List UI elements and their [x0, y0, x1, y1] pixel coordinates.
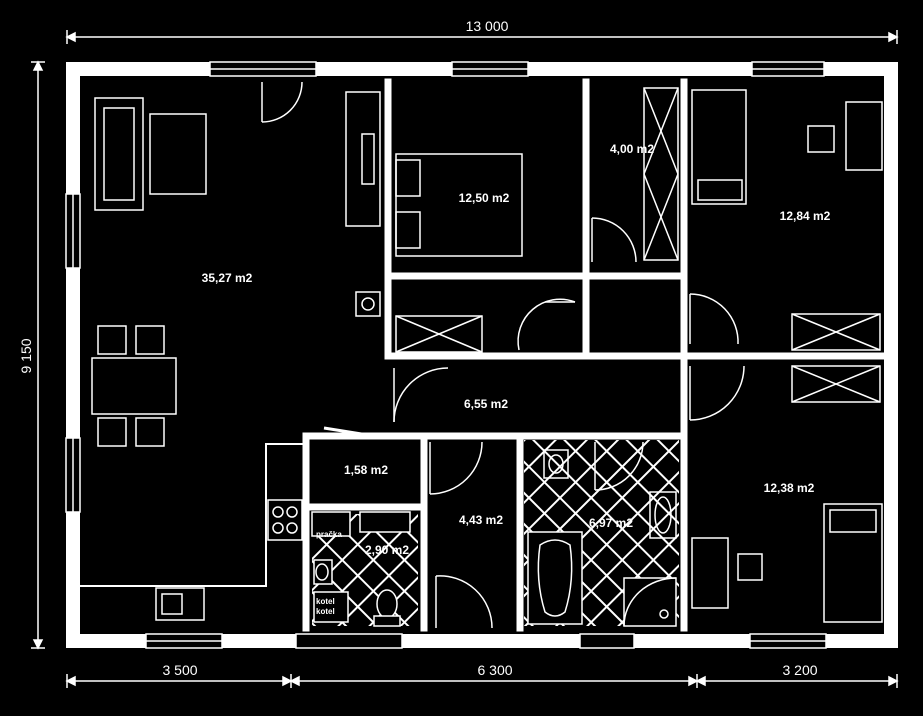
dimension-lines [31, 30, 899, 688]
room-bedroom-1-area: 12,50 m2 [458, 191, 510, 205]
room-hall-area: 6,55 m2 [463, 397, 509, 411]
room-wc-area: 2,90 m2 [364, 543, 410, 557]
walls [66, 62, 898, 648]
furniture [91, 87, 883, 627]
dimension-bottom-left: 3 500 [162, 662, 198, 678]
room-living-area: 35,27 m2 [201, 271, 253, 285]
boiler-label-bot: kotel [316, 607, 335, 616]
room-wardrobe-area: 4,00 m2 [609, 142, 655, 156]
boiler-label-top: kotel [316, 597, 335, 606]
dimension-top: 13 000 [465, 18, 509, 34]
dimension-bottom-middle: 6 300 [477, 662, 513, 678]
windows [65, 61, 827, 649]
washer-label: pračka [316, 530, 342, 539]
room-bedroom-3-area: 12,38 m2 [763, 481, 815, 495]
room-storage-area: 1,58 m2 [343, 463, 389, 477]
dimension-bottom-right: 3 200 [782, 662, 818, 678]
room-bedroom-2-area: 12,84 m2 [779, 209, 831, 223]
room-corridor-area: 4,43 m2 [458, 513, 504, 527]
dimension-left: 9 150 [18, 338, 34, 374]
doors [261, 81, 745, 629]
room-bathroom-area: 6,97 m2 [588, 516, 634, 530]
